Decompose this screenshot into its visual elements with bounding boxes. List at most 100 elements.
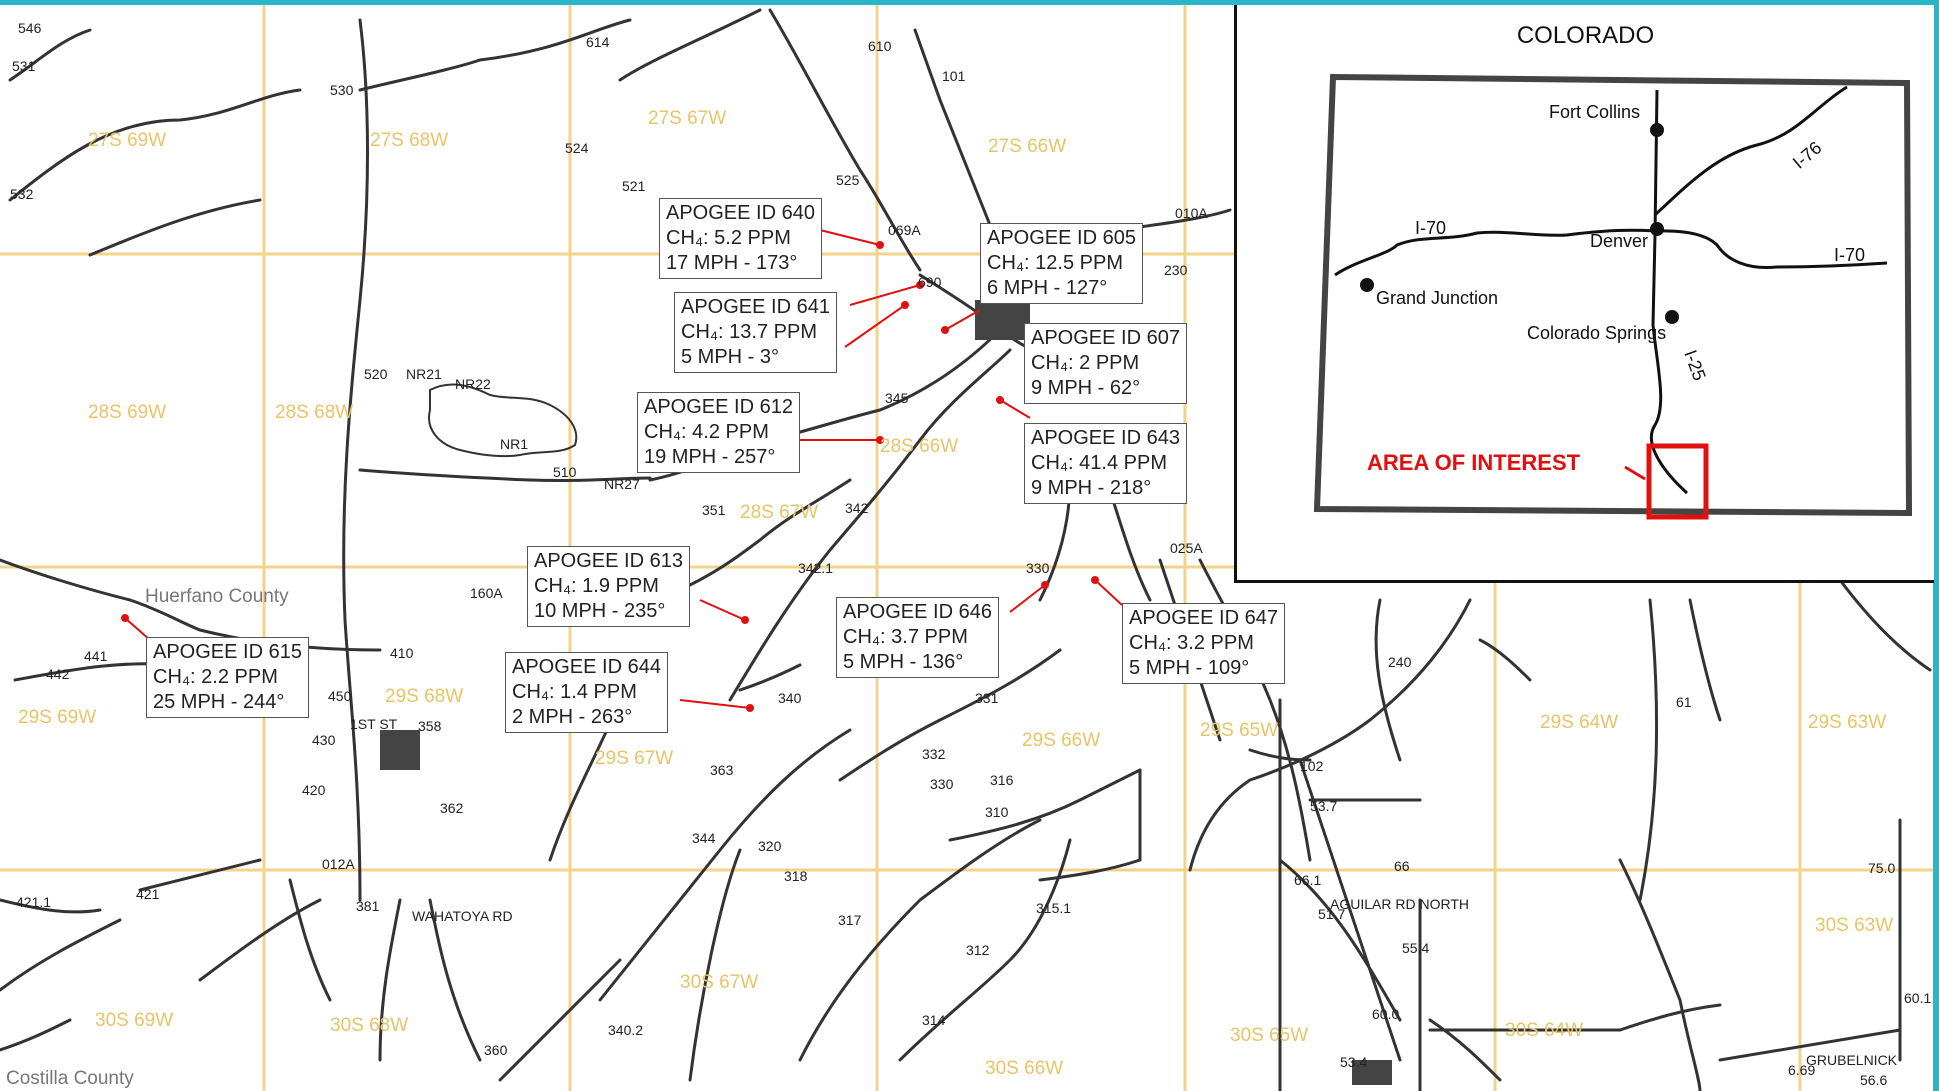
township-label: 30S 64W [1505,1020,1584,1041]
road-label: 314 [922,1012,946,1028]
callout-ch4: CH₄: 2 PPM [1031,352,1140,374]
township-label: 30S 67W [680,972,759,993]
road-label: 344 [692,830,716,846]
callout-ch4: CH₄: 5.2 PPM [666,227,791,249]
callout-title: APOGEE ID 647 [1129,607,1278,629]
callout-wind: 5 MPH - 3° [681,346,780,368]
callout-ch4: CH₄: 13.7 PPM [681,321,817,343]
road-label: 450 [328,688,352,704]
city-label-fort-collins: Fort Collins [1549,102,1641,122]
callout-wind: 5 MPH - 136° [843,651,964,673]
road-label: 010A [1175,205,1208,221]
road-label: 1ST ST [350,716,398,732]
road-label: 61 [1676,694,1692,710]
callout-title: APOGEE ID 640 [666,202,815,224]
callout-wind: 25 MPH - 244° [153,691,285,713]
callout-wind: 17 MPH - 173° [666,252,798,274]
road-label: 75.0 [1868,860,1896,876]
road-label: NR21 [406,366,442,382]
callout-wind: 10 MPH - 235° [534,600,666,622]
township-label: 30S 63W [1815,915,1894,936]
township-label: 29S 64W [1540,712,1619,733]
town-block-walsenburg [975,300,1030,340]
road-label: 069A [888,222,921,238]
township-label: 30S 69W [95,1010,174,1031]
road-label: 55.4 [1402,940,1430,956]
apogee-callout-605[interactable]: APOGEE ID 605 CH₄: 12.5 PPM 6 MPH - 127° [980,223,1143,304]
road-label: 317 [838,912,862,928]
highway-label-i70-east: I-70 [1834,245,1866,265]
road-label: NR22 [455,376,491,392]
city-dot-fort-collins [1650,123,1664,137]
road-label: AGUILAR RD NORTH [1330,896,1469,912]
road-label: 525 [836,172,860,188]
apogee-callout-643[interactable]: APOGEE ID 643 CH₄: 41.4 PPM 9 MPH - 218° [1024,423,1187,504]
road-label: 546 [18,20,42,36]
road-label: 363 [710,762,734,778]
road-label: 6.69 [1788,1062,1816,1078]
road-label: NR27 [604,476,640,492]
callout-wind: 19 MPH - 257° [644,446,776,468]
road-label: 330 [930,776,954,792]
city-label-denver: Denver [1590,231,1649,251]
highway-label-i70-west: I-70 [1415,218,1447,238]
road-label: 160A [470,585,503,601]
apogee-callout-641[interactable]: APOGEE ID 641 CH₄: 13.7 PPM 5 MPH - 3° [674,292,837,373]
callout-wind: 9 MPH - 218° [1031,477,1152,499]
apogee-callout-646[interactable]: APOGEE ID 646 CH₄: 3.7 PPM 5 MPH - 136° [836,597,999,678]
road-label: 345 [885,390,909,406]
road-label: 410 [390,645,414,661]
callout-title: APOGEE ID 605 [987,227,1136,249]
apogee-callout-613[interactable]: APOGEE ID 613 CH₄: 1.9 PPM 10 MPH - 235° [527,546,690,627]
road-label: 102 [1300,758,1324,774]
city-dots [1360,123,1679,324]
callout-ch4: CH₄: 4.2 PPM [644,421,769,443]
callout-wind: 9 MPH - 62° [1031,377,1141,399]
road-label: 66.1 [1294,872,1322,888]
apogee-callout-612[interactable]: APOGEE ID 612 CH₄: 4.2 PPM 19 MPH - 257° [637,392,800,473]
road-label: 420 [302,782,326,798]
township-label: 27S 68W [370,130,449,151]
road-label: 510 [553,464,577,480]
apogee-callout-640[interactable]: APOGEE ID 640 CH₄: 5.2 PPM 17 MPH - 173° [659,198,822,279]
road-label: 421.1 [16,894,52,910]
callout-ch4: CH₄: 1.4 PPM [512,681,637,703]
road-label: 315.1 [1036,900,1072,916]
road-label: 430 [312,732,336,748]
callout-ch4: CH₄: 3.2 PPM [1129,632,1254,654]
city-dot-colorado-springs [1665,310,1679,324]
township-label: 29S 63W [1808,712,1887,733]
township-label: 28S 69W [88,402,167,423]
inset-canvas [1313,73,1913,520]
road-label: 381 [356,898,380,914]
area-of-interest-box [1646,443,1709,520]
colorado-inset-map[interactable]: COLORADO Fort Collins Denver Grand Junct… [1234,5,1934,583]
callout-ch4: CH₄: 1.9 PPM [534,575,659,597]
apogee-markers [121,229,1123,712]
road-label: 230 [1164,262,1188,278]
callout-wind: 5 MPH - 109° [1129,657,1250,679]
apogee-callout-615[interactable]: APOGEE ID 615 CH₄: 2.2 PPM 25 MPH - 244° [146,637,309,718]
township-label: 30S 66W [985,1058,1064,1079]
callout-wind: 2 MPH - 263° [512,706,633,728]
road-network [0,8,1932,1091]
road-label: 330 [1026,560,1050,576]
town-areas [380,300,1392,1085]
apogee-callout-647[interactable]: APOGEE ID 647 CH₄: 3.2 PPM 5 MPH - 109° [1122,603,1285,684]
road-label: 53.7 [1310,798,1338,814]
road-label: 332 [922,746,946,762]
county-label-huerfano: Huerfano County [145,586,289,607]
callout-title: APOGEE ID 612 [644,396,793,418]
road-label: 520 [364,366,388,382]
road-label: 318 [784,868,808,884]
township-label: 29S 65W [1200,720,1279,741]
callout-ch4: CH₄: 41.4 PPM [1031,452,1167,474]
road-label: 532 [10,186,34,202]
apogee-callout-607[interactable]: APOGEE ID 607 CH₄: 2 PPM 9 MPH - 62° [1024,323,1187,404]
road-label: 441 [84,648,108,664]
road-label: 524 [565,140,589,156]
road-label: GRUBELNICK [1806,1052,1898,1068]
township-label: 29S 66W [1022,730,1101,751]
apogee-callout-644[interactable]: APOGEE ID 644 CH₄: 1.4 PPM 2 MPH - 263° [505,652,668,733]
